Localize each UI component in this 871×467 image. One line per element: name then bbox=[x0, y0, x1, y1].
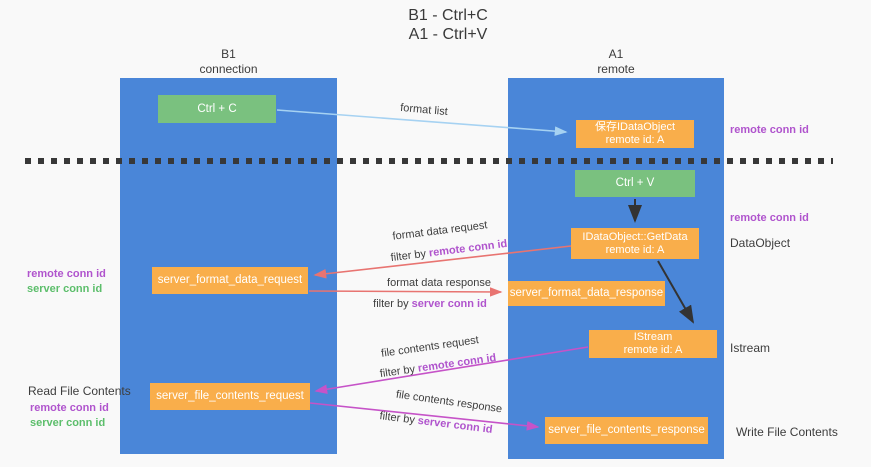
annotation-remote-conn-id-left-1: remote conn id bbox=[27, 268, 106, 280]
annotation-server-conn-id-left-1: server conn id bbox=[27, 283, 103, 295]
node-ctrl-c: Ctrl + C bbox=[158, 95, 276, 123]
node-server-format-data-request-label: server_format_data_request bbox=[157, 274, 303, 286]
annotation-remote-conn-id-left-2: remote conn id bbox=[30, 402, 109, 414]
node-ctrl-v-label: Ctrl + V bbox=[615, 177, 655, 189]
lifeline-header-a1: A1 remote bbox=[508, 47, 724, 77]
node-idataobject-getdata: IDataObject::GetData remote id: A bbox=[571, 228, 699, 259]
lifeline-a1-role: remote bbox=[597, 62, 635, 76]
annotation-istream: Istream bbox=[730, 341, 771, 355]
node-server-format-data-request: server_format_data_request bbox=[152, 267, 308, 294]
lifeline-b1-role: connection bbox=[199, 62, 258, 76]
annotation-remote-conn-id-mid-right: remote conn id bbox=[730, 212, 809, 224]
edge-label-format-list: format list bbox=[399, 101, 449, 119]
diagram-title: B1 - Ctrl+C A1 - Ctrl+V bbox=[298, 6, 598, 44]
node-server-format-data-response-label: server_format_data_response bbox=[509, 287, 664, 299]
node-save-idataobject-title: 保存IDataObject bbox=[594, 121, 676, 133]
node-server-file-contents-response: server_file_contents_response bbox=[545, 417, 708, 444]
node-ctrl-v: Ctrl + V bbox=[575, 170, 695, 197]
arrow-format-data-response bbox=[308, 287, 503, 297]
node-server-file-contents-request-label: server_file_contents_request bbox=[156, 390, 304, 402]
lifeline-b1-name: B1 bbox=[221, 47, 236, 61]
node-idataobject-getdata-subtitle: remote id: A bbox=[605, 243, 665, 256]
node-istream: IStream remote id: A bbox=[589, 330, 717, 358]
node-server-file-contents-response-label: server_file_contents_response bbox=[548, 424, 705, 436]
edge-label-format-data-response: format data response bbox=[387, 277, 491, 289]
node-istream-title: IStream bbox=[633, 331, 673, 343]
node-idataobject-getdata-title: IDataObject::GetData bbox=[582, 230, 688, 243]
phase-separator-dashed-line bbox=[25, 158, 833, 164]
diagram-title-line2: A1 - Ctrl+V bbox=[408, 26, 488, 43]
edge-label-file-contents-response: file contents response bbox=[395, 388, 503, 416]
annotation-server-conn-id-left-2: server conn id bbox=[30, 417, 106, 429]
lifeline-a1-name: A1 bbox=[608, 47, 624, 61]
annotation-write-file-contents: Write File Contents bbox=[736, 425, 838, 439]
node-server-file-contents-request: server_file_contents_request bbox=[150, 383, 310, 410]
node-ctrl-c-label: Ctrl + C bbox=[197, 102, 237, 115]
annotation-read-file-contents: Read File Contents bbox=[28, 384, 131, 398]
node-server-format-data-response: server_format_data_response bbox=[508, 281, 665, 306]
node-istream-subtitle: remote id: A bbox=[623, 344, 683, 356]
diagram-title-line1: B1 - Ctrl+C bbox=[408, 7, 488, 24]
edge-label-format-data-request: format data request bbox=[391, 219, 489, 243]
node-save-idataobject: 保存IDataObject remote id: A bbox=[576, 120, 694, 148]
annotation-remote-conn-id-top-right: remote conn id bbox=[730, 124, 809, 136]
annotation-dataobject: DataObject bbox=[730, 236, 791, 250]
lifeline-header-b1: B1 connection bbox=[120, 47, 337, 77]
node-save-idataobject-subtitle: remote id: A bbox=[605, 134, 665, 146]
